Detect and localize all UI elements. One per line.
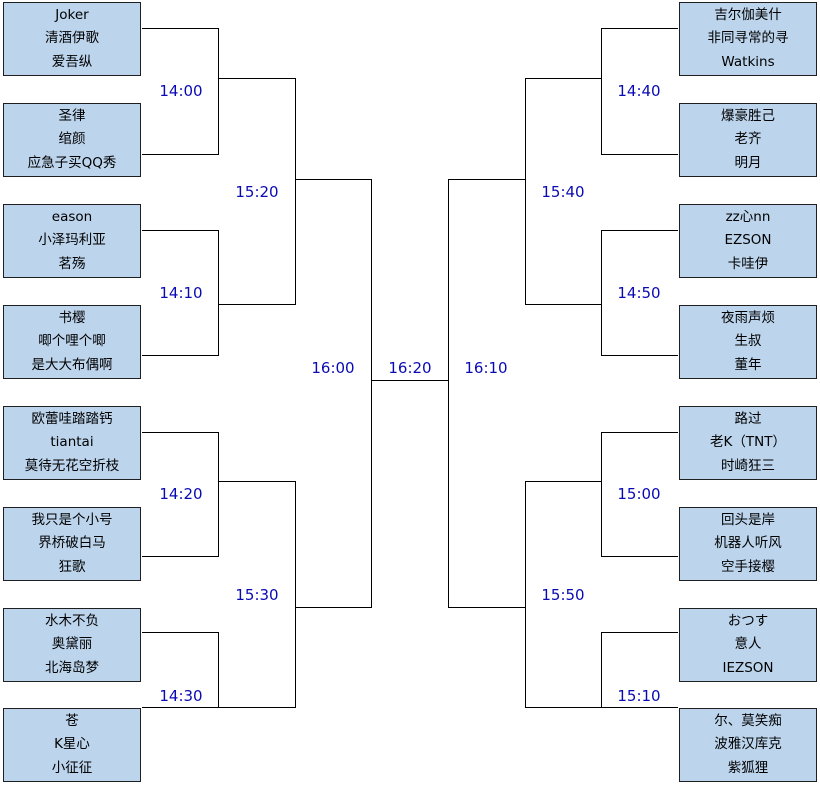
player-name: 圣律 <box>58 108 86 125</box>
left-team-1: Joker 清酒伊歌 爱吾纵 <box>3 2 141 76</box>
connector-right-r1-2 <box>601 230 678 356</box>
player-name: tiantai <box>50 434 94 451</box>
connector-right-r2-2 <box>525 481 602 708</box>
player-name: 小征征 <box>51 759 93 776</box>
right-team-1: 吉尔伽美什 非同寻常的寻 Watkins <box>679 2 817 76</box>
match-time-left-r2-2: 15:30 <box>235 586 279 604</box>
left-team-7: 水木不负 奥黛丽 北海岛梦 <box>3 608 141 682</box>
player-name: 爆豪胜己 <box>721 108 775 125</box>
player-name: 路过 <box>734 411 762 428</box>
player-name: 书樱 <box>58 310 86 327</box>
player-name: 欧蕾哇踏踏钙 <box>31 411 113 428</box>
match-time-right-r1-1: 14:40 <box>617 82 661 100</box>
player-name: 意人 <box>734 636 762 653</box>
connector-left-r1-3 <box>142 432 219 557</box>
player-name: Joker <box>55 7 89 24</box>
match-time-left-r1-4: 14:30 <box>159 687 203 705</box>
player-name: 明月 <box>734 154 762 171</box>
connector-right-r1-4 <box>601 632 678 708</box>
connector-right-r1-1 <box>601 28 678 155</box>
connector-left-r1-4 <box>142 632 219 708</box>
player-name: 老K（TNT） <box>710 434 786 451</box>
right-team-5: 路过 老K（TNT） 时崎狂三 <box>679 406 817 480</box>
match-time-right-r1-4: 15:10 <box>617 687 661 705</box>
player-name: 水木不负 <box>45 613 99 630</box>
player-name: 时崎狂三 <box>721 457 775 474</box>
right-team-8: 尔、莫笑痴 波雅汉库克 紫狐狸 <box>679 708 817 782</box>
player-name: 老齐 <box>734 131 762 148</box>
left-team-6: 我只是个小号 界桥破白马 狂歌 <box>3 507 141 581</box>
connector-left-r2-2 <box>218 481 296 708</box>
match-time-left-r1-3: 14:20 <box>159 485 203 503</box>
player-name: 紫狐狸 <box>727 759 769 776</box>
connector-right-r2-1 <box>525 78 602 305</box>
player-name: 非同寻常的寻 <box>707 30 789 47</box>
match-time-left-semifinal: 16:00 <box>311 359 355 377</box>
match-time-left-r1-1: 14:00 <box>159 82 203 100</box>
connector-left-r1-2 <box>142 230 219 356</box>
player-name: EZSON <box>724 232 772 249</box>
right-team-7: おつす 意人 IEZSON <box>679 608 817 682</box>
player-name: eason <box>51 209 93 226</box>
left-team-5: 欧蕾哇踏踏钙 tiantai 莫待无花空折枝 <box>3 406 141 480</box>
player-name: IEZSON <box>722 659 774 676</box>
player-name: 北海岛梦 <box>45 659 99 676</box>
right-team-6: 回头是岸 机器人听风 空手接樱 <box>679 507 817 581</box>
match-time-left-r1-2: 14:10 <box>159 284 203 302</box>
player-name: zz心nn <box>725 209 771 226</box>
player-name: 董年 <box>734 356 762 373</box>
player-name: 应急子买QQ秀 <box>27 154 117 171</box>
match-time-right-r2-1: 15:40 <box>541 183 585 201</box>
player-name: 界桥破白马 <box>38 535 106 552</box>
right-team-2: 爆豪胜己 老齐 明月 <box>679 103 817 177</box>
left-team-3: eason 小泽玛利亚 茗殇 <box>3 204 141 278</box>
connector-left-semifinal <box>295 179 372 608</box>
player-name: 尔、莫笑痴 <box>714 713 782 730</box>
match-time-final: 16:20 <box>388 359 432 377</box>
player-name: 狂歌 <box>58 558 86 575</box>
player-name: 小泽玛利亚 <box>38 232 106 249</box>
match-time-right-r1-3: 15:00 <box>617 485 661 503</box>
player-name: 苍 <box>65 713 79 730</box>
player-name: Watkins <box>721 53 775 70</box>
player-name: 生叔 <box>734 333 762 350</box>
player-name: 绾颜 <box>58 131 86 148</box>
player-name: 空手接樱 <box>721 558 775 575</box>
player-name: 我只是个小号 <box>31 512 113 529</box>
player-name: K星心 <box>54 736 90 753</box>
connector-right-r1-3 <box>601 432 678 557</box>
player-name: 莫待无花空折枝 <box>24 457 120 474</box>
match-time-right-semifinal: 16:10 <box>464 359 508 377</box>
player-name: 吉尔伽美什 <box>714 7 782 24</box>
match-time-right-r2-2: 15:50 <box>541 586 585 604</box>
player-name: 波雅汉库克 <box>714 736 782 753</box>
player-name: 清酒伊歌 <box>45 30 99 47</box>
player-name: 是大大布偶啊 <box>31 356 113 373</box>
player-name: 机器人听风 <box>714 535 782 552</box>
player-name: 奥黛丽 <box>51 636 93 653</box>
connector-left-r1-1 <box>142 28 219 155</box>
player-name: 唧个哩个唧 <box>38 333 106 350</box>
player-name: おつす <box>727 613 769 630</box>
player-name: 回头是岸 <box>721 512 775 529</box>
player-name: 卡哇伊 <box>727 255 769 272</box>
left-team-2: 圣律 绾颜 应急子买QQ秀 <box>3 103 141 177</box>
player-name: 爱吾纵 <box>51 53 93 70</box>
connector-right-semifinal <box>448 179 526 608</box>
right-team-4: 夜雨声烦 生叔 董年 <box>679 305 817 379</box>
connector-left-r2-1 <box>218 78 296 305</box>
right-team-3: zz心nn EZSON 卡哇伊 <box>679 204 817 278</box>
player-name: 茗殇 <box>58 255 86 272</box>
left-team-8: 苍 K星心 小征征 <box>3 708 141 782</box>
match-time-left-r2-1: 15:20 <box>235 183 279 201</box>
match-time-right-r1-2: 14:50 <box>617 284 661 302</box>
left-team-4: 书樱 唧个哩个唧 是大大布偶啊 <box>3 305 141 379</box>
player-name: 夜雨声烦 <box>721 310 775 327</box>
